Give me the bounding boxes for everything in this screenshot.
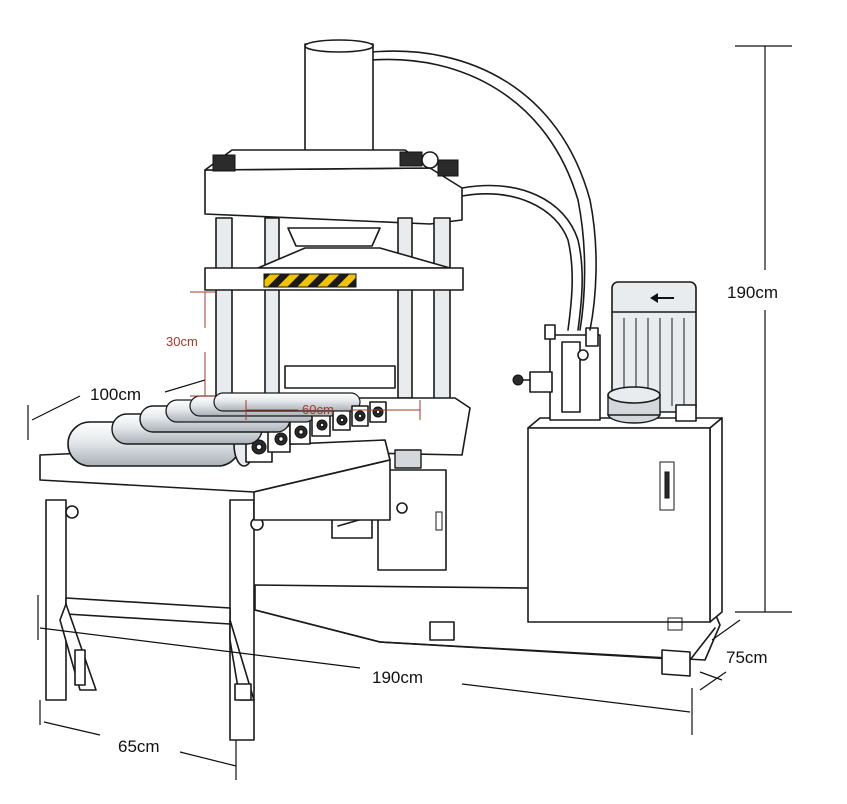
label-depth-75cm: 75cm bbox=[726, 648, 768, 667]
press-ram bbox=[204, 227, 464, 291]
arrow-left-icon bbox=[650, 293, 674, 303]
warning-stripe bbox=[263, 273, 357, 288]
power-cabinet bbox=[527, 417, 723, 631]
hydraulic-cylinder bbox=[304, 39, 374, 157]
label-stroke-30cm: 30cm bbox=[166, 334, 198, 349]
press-crown bbox=[204, 149, 463, 225]
cabinet-foot bbox=[667, 617, 683, 631]
roller-conveyor bbox=[39, 392, 391, 741]
valve-block bbox=[512, 324, 601, 421]
rollers bbox=[67, 392, 387, 467]
label-table-60cm: 60cm bbox=[302, 402, 334, 417]
hydraulic-hoses bbox=[371, 50, 597, 331]
label-conveyor-width-65cm: 65cm bbox=[118, 737, 160, 756]
electric-motor bbox=[607, 281, 697, 424]
label-conveyor-length-100cm: 100cm bbox=[90, 385, 141, 404]
label-height-190cm: 190cm bbox=[727, 283, 778, 302]
dimension-lines bbox=[27, 45, 792, 780]
cabinet-door-handle bbox=[659, 461, 675, 511]
label-length-190cm: 190cm bbox=[372, 668, 423, 687]
